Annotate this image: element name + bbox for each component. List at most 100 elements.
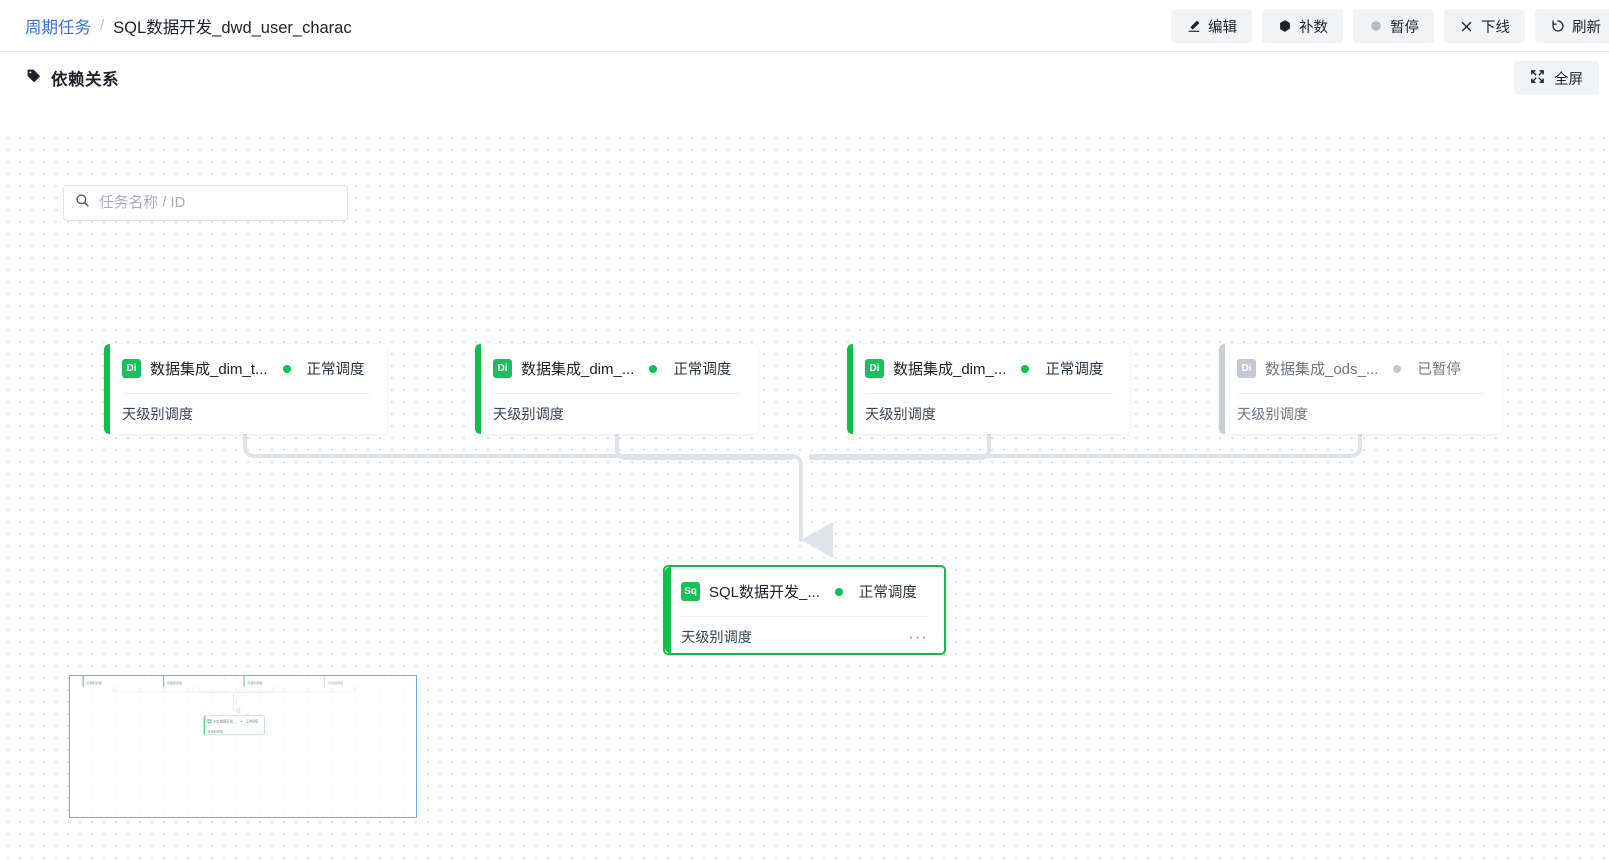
node-status-text: 正常调度 (245, 719, 259, 724)
node-status-stripe (162, 676, 165, 688)
pause-dot-icon (1368, 19, 1383, 34)
breadcrumb: 周期任务 / SQL数据开发_dwd_user_charac (25, 14, 352, 38)
node-title: 数据集成_dim_... (893, 361, 1007, 378)
node-type-badge: Di (1237, 359, 1256, 378)
section-header-left: 依赖关系 (26, 66, 119, 90)
toolbar-actions: 编辑 补数 暂停 下线 刷新 (1171, 0, 1609, 52)
breadcrumb-current: SQL数据开发_dwd_user_charac (113, 18, 352, 37)
backfill-button-label: 补数 (1299, 19, 1328, 36)
node-title: 数据集成_dim_t... (150, 361, 268, 378)
refresh-button-label: 刷新 (1572, 19, 1601, 36)
node-schedule-text: 天级别调度 (122, 407, 193, 423)
node-footer: 天级别调度 (122, 394, 371, 434)
backfill-button[interactable]: 补数 (1262, 9, 1343, 43)
node-footer: 天级别调度 (86, 679, 140, 688)
node-divider (122, 393, 371, 394)
node-type-badge: Sq (681, 582, 700, 601)
node-title: 数据集成_ods_... (1265, 361, 1379, 378)
pause-button[interactable]: 暂停 (1353, 9, 1434, 43)
node-title: SQL数据开发_... (213, 719, 238, 724)
minimap-node-2: Di 数据集成_dim_... 正常调度 天级别调度 (162, 676, 225, 688)
graph-minimap[interactable]: Di 数据集成_dim_t... 正常调度 天级别调度 Di 数据集成_dim_… (69, 675, 417, 818)
status-dot-icon (240, 720, 243, 723)
graph-node-upstream-3[interactable]: Di 数据集成_dim_... 正常调度 天级别调度 (847, 344, 1130, 434)
section-header-right: 全屏 (1514, 61, 1599, 95)
node-status-text: 正常调度 (306, 362, 365, 378)
node-status-text: 正常调度 (673, 362, 732, 378)
node-type-badge: Di (122, 359, 141, 378)
node-footer: 天级别调度 ··· (207, 727, 260, 735)
node-schedule-text: 天级别调度 (327, 681, 344, 685)
breadcrumb-parent-link[interactable]: 周期任务 (25, 18, 91, 37)
tag-icon (26, 68, 42, 89)
node-status-stripe (475, 344, 481, 434)
edit-button-label: 编辑 (1208, 19, 1237, 36)
minimap-content: Di 数据集成_dim_t... 正常调度 天级别调度 Di 数据集成_dim_… (70, 676, 408, 779)
fullscreen-label: 全屏 (1554, 71, 1583, 88)
node-title: SQL数据开发_... (709, 584, 820, 601)
status-dot-icon (282, 364, 291, 373)
graph-node-upstream-1[interactable]: Di 数据集成_dim_t... 正常调度 天级别调度 (104, 344, 387, 434)
node-divider (865, 393, 1114, 394)
node-footer: 天级别调度 (328, 679, 382, 688)
pencil-icon (1186, 19, 1201, 34)
graph-node-upstream-2[interactable]: Di 数据集成_dim_... 正常调度 天级别调度 (475, 344, 758, 434)
node-header: Di 数据集成_ods_... 已暂停 (1237, 344, 1502, 393)
node-footer: 天级别调度 (493, 394, 742, 434)
backfill-icon (1277, 19, 1292, 34)
node-divider (493, 393, 742, 394)
node-title: 数据集成_dim_... (521, 361, 635, 378)
pause-button-label: 暂停 (1390, 19, 1419, 36)
minimap-node-3: Di 数据集成_dim_... 正常调度 天级别调度 (243, 676, 305, 688)
top-bar: 周期任务 / SQL数据开发_dwd_user_charac 编辑 补数 暂停 (0, 0, 1609, 52)
node-header: Di 数据集成_dim_... 正常调度 (493, 344, 758, 393)
node-footer: 天级别调度 (247, 679, 301, 688)
node-divider (681, 616, 928, 617)
edit-button[interactable]: 编辑 (1171, 9, 1252, 43)
node-status-stripe (82, 676, 84, 688)
node-status-stripe (323, 676, 326, 688)
section-header: 依赖关系 全屏 (0, 52, 1609, 104)
node-footer: 天级别调度 (1237, 394, 1486, 434)
node-status-text: 正常调度 (1045, 362, 1104, 378)
node-status-stripe (243, 676, 245, 688)
minimap-node-current: Sq SQL数据开发_... 正常调度 天级别调度 ··· (203, 715, 265, 736)
node-schedule-text: 天级别调度 (681, 630, 752, 646)
node-header: Sq SQL数据开发_... 正常调度 (207, 716, 264, 727)
refresh-button[interactable]: 刷新 (1535, 9, 1609, 43)
graph-node-upstream-4[interactable]: Di 数据集成_ods_... 已暂停 天级别调度 (1219, 344, 1502, 434)
node-footer: 天级别调度 (865, 394, 1114, 434)
node-status-stripe (665, 567, 671, 653)
node-schedule-text: 天级别调度 (86, 681, 102, 685)
status-dot-icon (649, 364, 658, 373)
node-type-badge: Sq (207, 719, 212, 724)
node-more-menu-icon: ··· (256, 729, 261, 734)
node-more-menu-icon[interactable]: ··· (908, 627, 928, 646)
refresh-icon (1550, 19, 1565, 34)
fullscreen-button[interactable]: 全屏 (1514, 61, 1599, 95)
node-status-stripe (203, 716, 206, 735)
dependency-graph-canvas[interactable]: Di 数据集成_dim_t... 正常调度 天级别调度 Di 数据集成_dim_… (0, 128, 1609, 860)
node-schedule-text: 天级别调度 (207, 729, 223, 734)
node-schedule-text: 天级别调度 (166, 681, 183, 685)
task-search-box[interactable] (63, 185, 348, 221)
node-schedule-text: 天级别调度 (1237, 407, 1308, 423)
node-type-badge: Di (865, 359, 884, 378)
node-status-stripe (847, 344, 853, 434)
expand-icon (1530, 69, 1545, 88)
graph-node-current[interactable]: Sq SQL数据开发_... 正常调度 天级别调度 ··· (663, 565, 946, 655)
node-divider (1237, 393, 1486, 394)
node-header: Sq SQL数据开发_... 正常调度 (681, 567, 944, 616)
node-type-badge: Di (493, 359, 512, 378)
node-footer: 天级别调度 ··· (681, 617, 928, 653)
node-header: Di 数据集成_dim_... 正常调度 (865, 344, 1130, 393)
node-status-stripe (1219, 344, 1225, 434)
offline-button[interactable]: 下线 (1444, 9, 1525, 43)
node-schedule-text: 天级别调度 (865, 407, 936, 423)
node-status-text: 正常调度 (858, 585, 917, 601)
offline-button-label: 下线 (1481, 19, 1510, 36)
minimap-node-1: Di 数据集成_dim_t... 正常调度 天级别调度 (82, 676, 144, 688)
search-input[interactable] (99, 195, 336, 211)
node-status-text: 已暂停 (1417, 362, 1461, 378)
node-schedule-text: 天级别调度 (493, 407, 564, 423)
